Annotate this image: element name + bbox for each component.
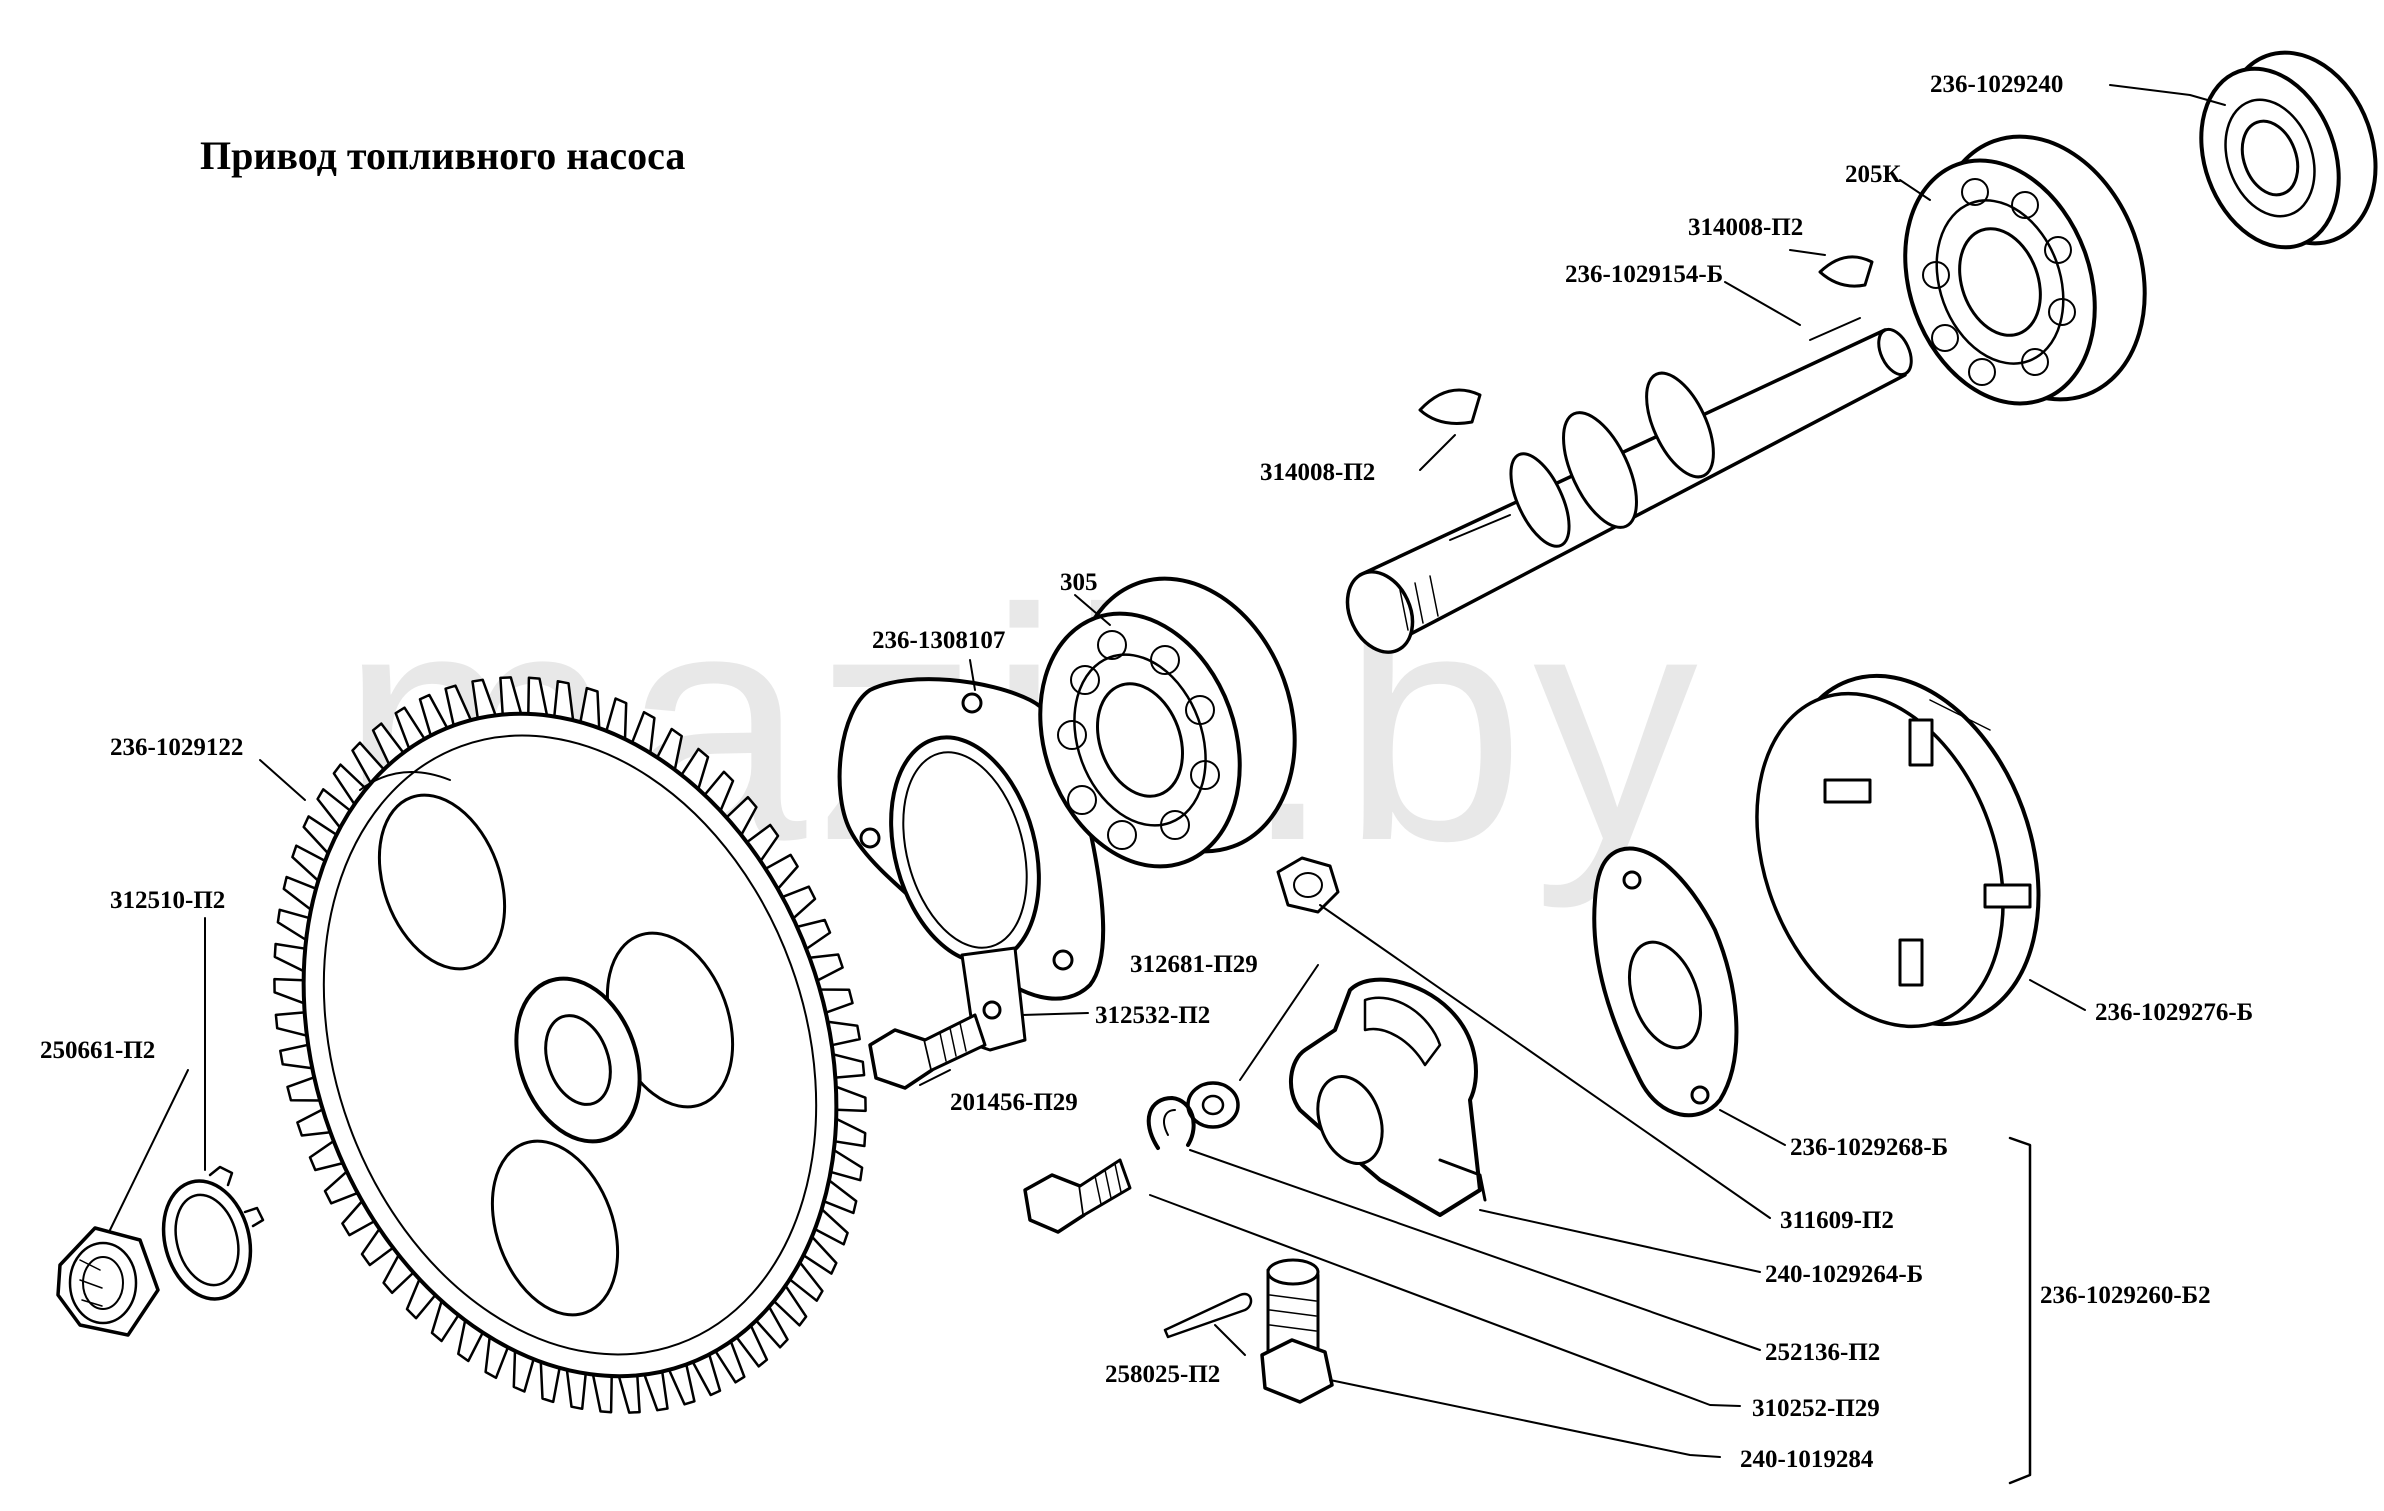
bearing-236-1029240 [2199,50,2378,250]
bearing-205k [1903,134,2147,406]
bearing-305 [1038,576,1297,869]
bolt-201456 [868,1013,987,1090]
label-258025: 258025-П2 [1105,1361,1221,1388]
tab-washer-312510 [161,1165,265,1301]
label-236-1029122: 236-1029122 [110,734,244,761]
flange-236-1029268 [1592,846,1739,1118]
label-252136: 252136-П2 [1765,1339,1881,1366]
label-236-1029154: 236-1029154-Б [1565,261,1724,288]
label-314008-top: 314008-П2 [1688,214,1804,241]
castle-nut-311609 [1276,856,1340,914]
diagram-title: Привод топливного насоса [200,133,686,178]
nut-250661 [56,1226,160,1337]
label-314008-mid: 314008-П2 [1260,459,1376,486]
bolt-310252 [1023,1158,1132,1234]
label-236-1029268: 236-1029268-Б [1790,1134,1949,1161]
shaft-236-1029154 [1345,317,1913,654]
label-305: 305 [1060,569,1098,596]
label-312532: 312532-П2 [1095,1002,1211,1029]
leader-lines [109,84,2226,1485]
label-312681: 312681-П29 [1130,951,1258,978]
woodruff-key-top [1818,255,1874,288]
spring-washer-252136 [1146,1096,1196,1150]
label-236-1029260: 236-1029260-Б2 [2040,1282,2211,1309]
label-311609: 311609-П2 [1780,1207,1894,1234]
cotter-pin-258025 [1163,1292,1253,1339]
label-250661: 250661-П2 [40,1037,156,1064]
large-gear [273,676,867,1414]
label-240-1029264: 240-1029264-Б [1765,1261,1924,1288]
label-236-1029240: 236-1029240 [1930,71,2064,98]
label-310252: 310252-П29 [1752,1395,1880,1422]
clamp-240-1029264 [1288,977,1487,1217]
coupling-disc-236-1029276 [1755,673,2041,1029]
label-201456: 201456-П29 [950,1089,1078,1116]
flange-236-1308107 [837,677,1106,1001]
label-240-1019284: 240-1019284 [1740,1446,1874,1473]
woodruff-key-mid [1418,388,1482,425]
label-236-1308107: 236-1308107 [872,627,1006,654]
bolt-240-1019284 [1260,1258,1334,1404]
label-312510: 312510-П2 [110,887,226,914]
label-205k: 205К [1845,161,1901,188]
washer-312681 [1186,1081,1240,1129]
label-236-1029276: 236-1029276-Б [2095,999,2254,1026]
